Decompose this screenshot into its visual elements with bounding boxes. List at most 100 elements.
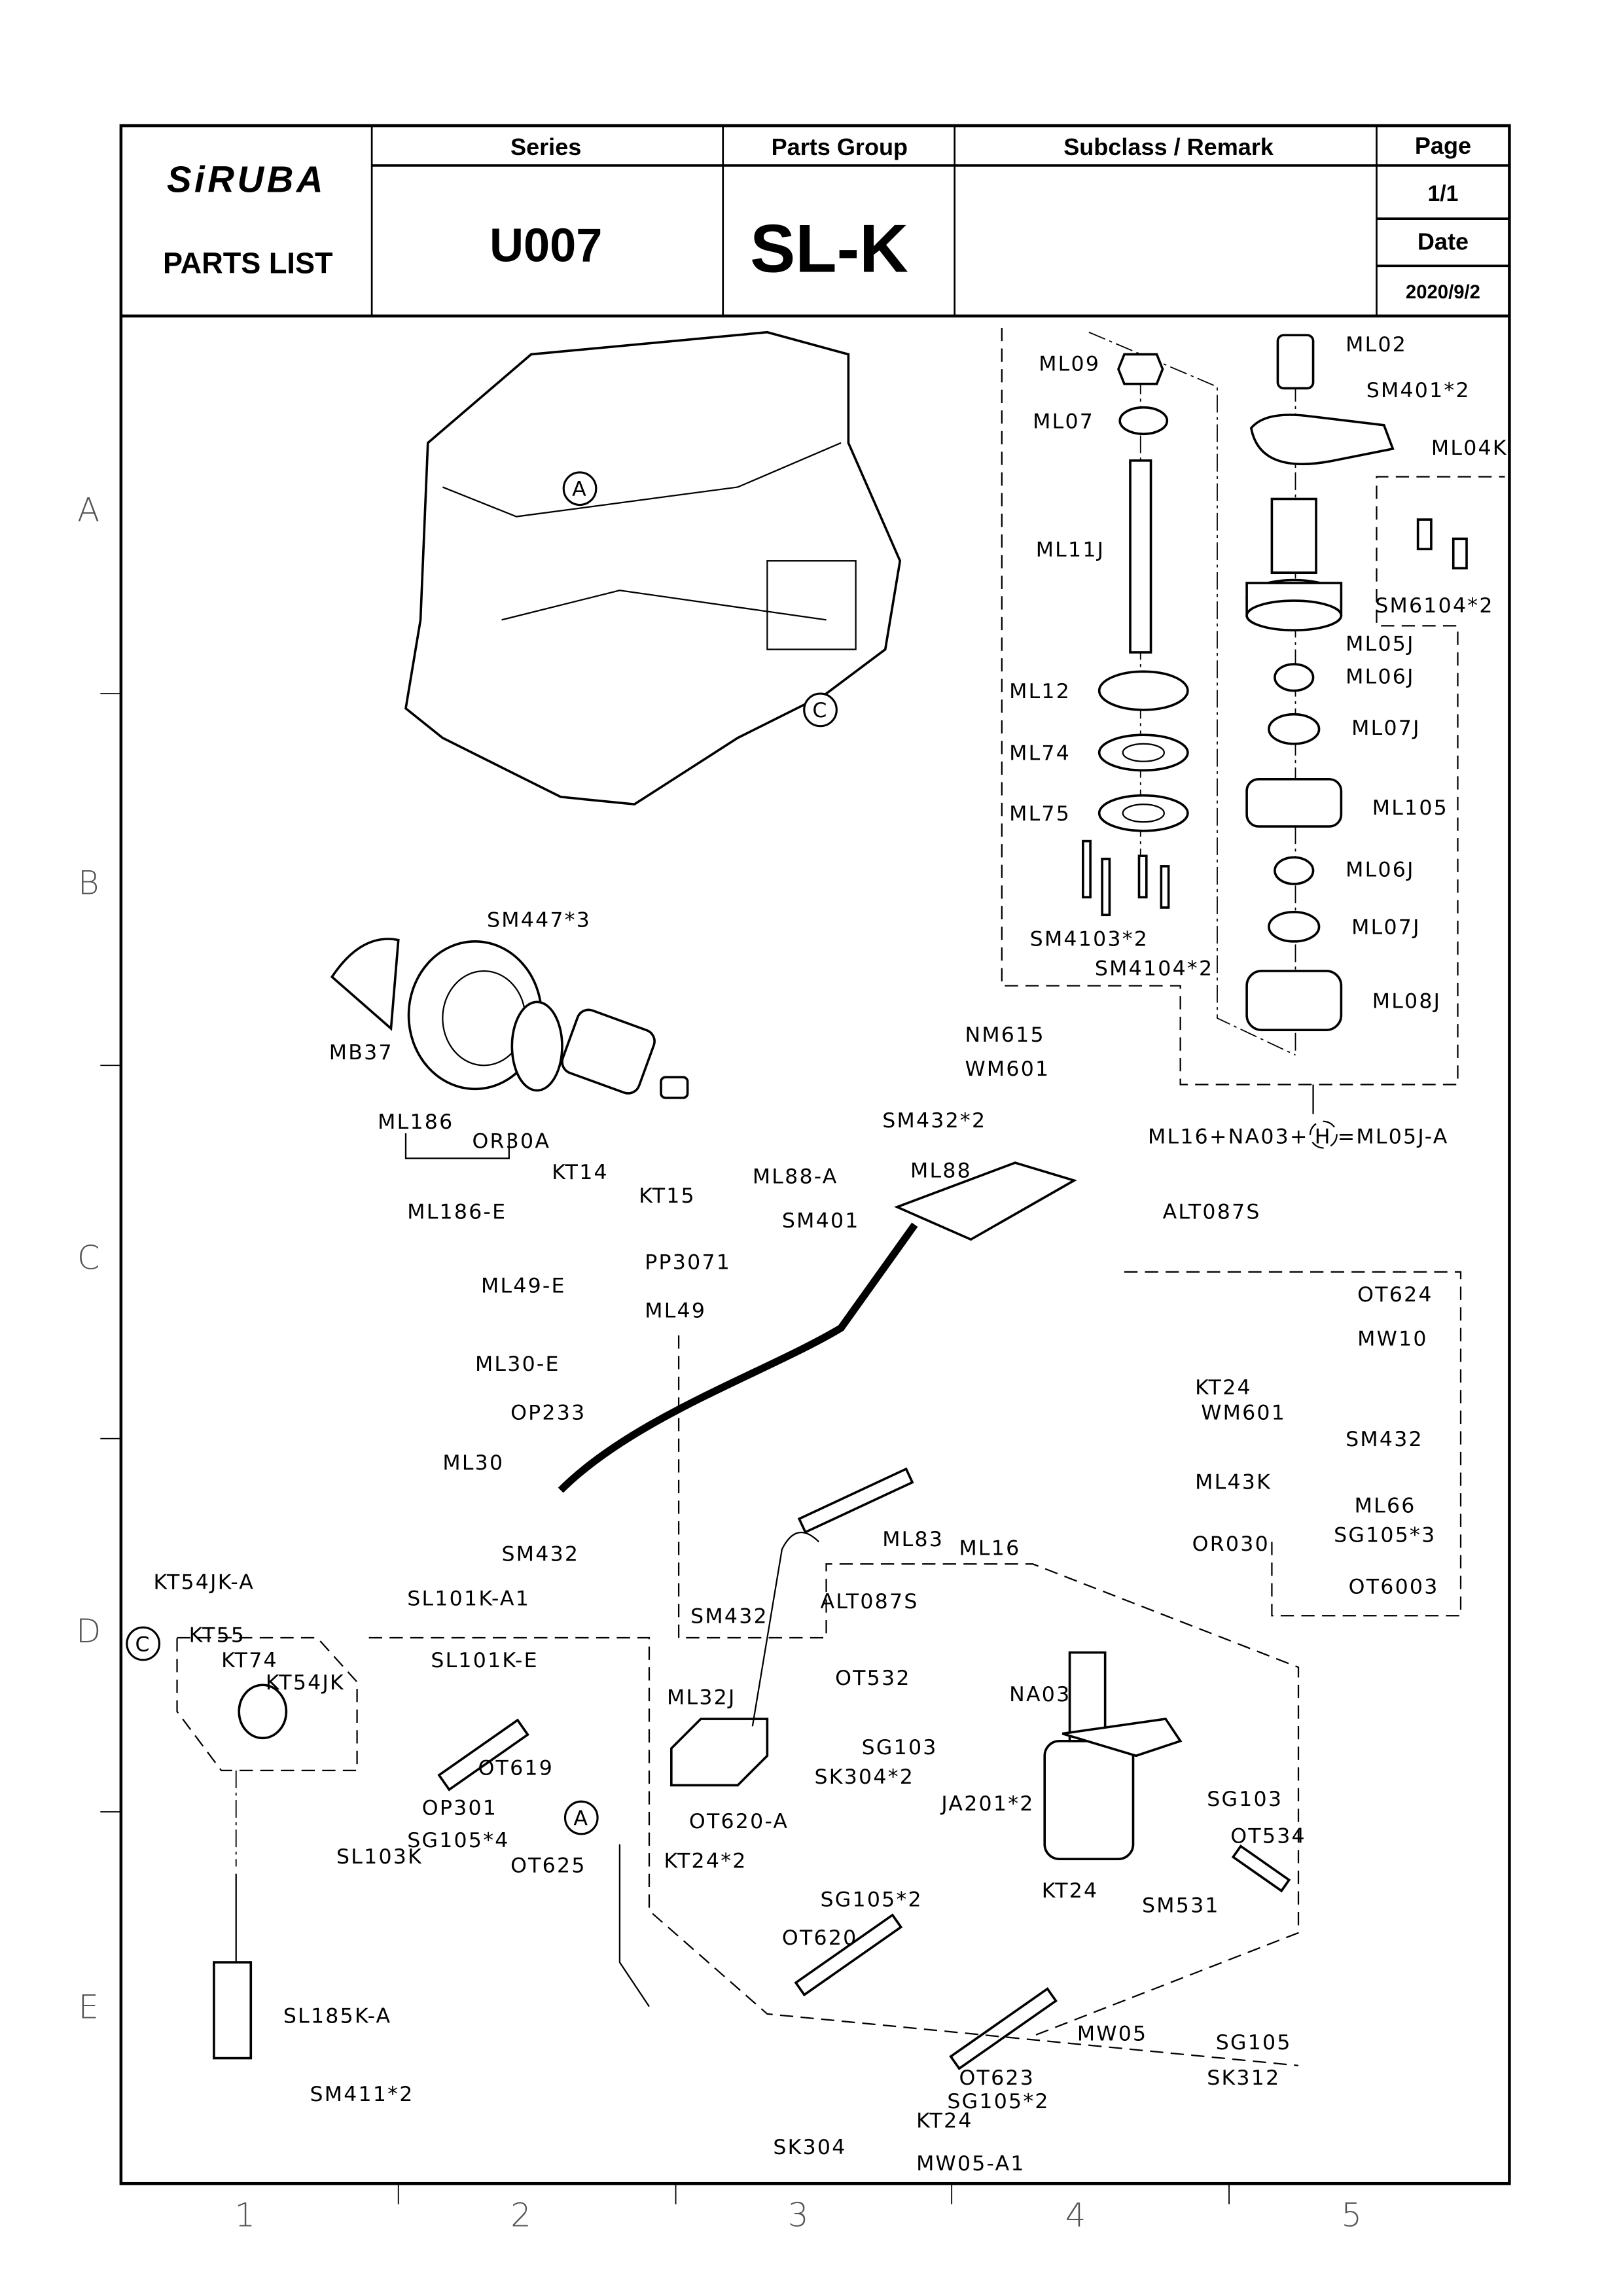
part-label: SL101K-A1 <box>407 1587 530 1610</box>
callout-letter: C <box>135 1633 151 1656</box>
part-label: OT620 <box>782 1926 858 1950</box>
fitting-kt15 <box>660 1076 689 1099</box>
part-label: ML08J <box>1372 989 1442 1013</box>
housing-ml05j <box>1270 497 1317 574</box>
part-label: KT24 <box>1042 1879 1099 1903</box>
part-label: WM601 <box>965 1057 1050 1081</box>
part-label: SG105*2 <box>947 2090 1049 2113</box>
part-label: ML75 <box>1009 802 1071 826</box>
grid-ticks <box>100 693 1230 2204</box>
row-ref-d: D <box>76 1612 101 1650</box>
part-label: ML07J <box>1351 916 1421 940</box>
part-label: WM601 <box>1201 1401 1286 1424</box>
part-label: ML43K <box>1195 1470 1272 1494</box>
part-label: KT74 <box>221 1649 278 1672</box>
part-label: ML04K <box>1431 436 1508 460</box>
oil-tubes-ml49 <box>558 1222 918 1493</box>
callout-letter: A <box>573 1807 589 1830</box>
part-label: MW10 <box>1357 1328 1428 1351</box>
cover-mb37 <box>330 938 400 1031</box>
col-ref-2: 2 <box>510 2197 531 2234</box>
part-label: ML66 <box>1355 1494 1416 1517</box>
part-label: ML07 <box>1033 410 1094 433</box>
part-label: SM447*3 <box>487 908 591 932</box>
part-label: KT24 <box>1195 1376 1252 1400</box>
part-label: SM432 <box>1346 1428 1423 1451</box>
gear-ml02 <box>1276 334 1315 390</box>
part-label: SM401*2 <box>1366 379 1471 402</box>
part-label: ML12 <box>1009 680 1071 703</box>
doc-type: PARTS LIST <box>163 247 333 280</box>
part-label: KT24 <box>916 2109 973 2132</box>
lever-alt087s <box>751 1531 820 1727</box>
sheet-frame <box>119 124 1511 2185</box>
pad-ml32j <box>670 1718 769 1787</box>
part-label: ML186-E <box>407 1201 507 1224</box>
part-label: SG103 <box>1207 1788 1283 1811</box>
part-label: ML06J <box>1346 665 1415 688</box>
part-label: SM4104*2 <box>1095 957 1213 981</box>
part-label: SG105*3 <box>1334 1523 1436 1547</box>
row-ref-b: B <box>78 864 99 902</box>
callout-circle <box>563 1800 599 1835</box>
col-ref-5: 5 <box>1341 2197 1362 2234</box>
gasket-ml75 <box>1097 794 1189 832</box>
part-label: SM432 <box>502 1543 580 1566</box>
part-labels: ML09ML07ML11JML12ML74ML75SM4103*2SM4104*… <box>153 333 1508 2176</box>
part-label: SG105 <box>1216 2031 1292 2055</box>
rotor-ml06j <box>1274 663 1315 692</box>
part-label: SL103K <box>336 1845 423 1869</box>
part-label: OP301 <box>422 1797 497 1820</box>
part-label: SK304 <box>773 2136 846 2159</box>
formula-circled-h: H <box>1315 1125 1332 1149</box>
part-label: ML11J <box>1036 538 1105 561</box>
part-label: OT6003 <box>1349 1575 1439 1598</box>
rotor-ml07j <box>1268 713 1321 745</box>
row-ref-c: C <box>77 1239 100 1277</box>
part-label: OT532 <box>835 1667 911 1690</box>
siruba-logo: SiRUBA <box>167 159 326 200</box>
page-value: 1/1 <box>1427 181 1458 206</box>
bracket-ml04k <box>1249 414 1395 465</box>
part-label: OT620-A <box>689 1810 789 1833</box>
part-label: OT624 <box>1357 1283 1433 1307</box>
part-label: SM432 <box>690 1604 768 1628</box>
nut-ml09 <box>1117 353 1164 385</box>
row-ref-e: E <box>79 1988 99 2026</box>
oring-or30a <box>510 1000 563 1092</box>
tube-ot620 <box>794 1913 903 1997</box>
part-label: ML88-A <box>753 1165 838 1189</box>
svg-text:ML16+NA03+H=ML05J-A: ML16+NA03+H=ML05J-A <box>1148 1125 1449 1149</box>
part-label: ML88 <box>910 1159 972 1183</box>
part-label: KT24*2 <box>664 1850 747 1873</box>
filter-kt14 <box>561 1008 656 1095</box>
parts-group-value: SL-K <box>750 210 908 286</box>
part-label: KT54JK-A <box>153 1571 255 1595</box>
series-value: U007 <box>490 220 602 272</box>
row-ref-a: A <box>77 491 99 529</box>
exploded-view-drawing <box>176 327 1505 2070</box>
plug-kt74 <box>238 1684 288 1740</box>
part-label: OT623 <box>959 2066 1035 2090</box>
part-label: ML49-E <box>481 1274 566 1298</box>
subclass-label: Subclass / Remark <box>1063 133 1274 160</box>
part-label: NA03 <box>1009 1683 1071 1706</box>
col-ref-3: 3 <box>788 2197 809 2234</box>
callout-circle <box>126 1626 161 1661</box>
part-label: SK312 <box>1207 2066 1280 2090</box>
part-label: OR030 <box>1192 1532 1270 1556</box>
part-label: ML186 <box>378 1110 454 1134</box>
part-label: OT534 <box>1230 1824 1306 1848</box>
part-label: OR30A <box>472 1129 550 1153</box>
part-label: ML83 <box>882 1528 944 1551</box>
part-label: ML30 <box>442 1451 504 1475</box>
part-label: KT54JK <box>266 1671 345 1695</box>
part-label: ML105 <box>1372 796 1448 820</box>
part-label: ALT087S <box>821 1590 919 1614</box>
part-label: ML02 <box>1346 333 1407 357</box>
callout-letter: A <box>572 478 588 501</box>
plate-ml88 <box>893 1161 1077 1241</box>
part-label: ML09 <box>1039 352 1100 376</box>
